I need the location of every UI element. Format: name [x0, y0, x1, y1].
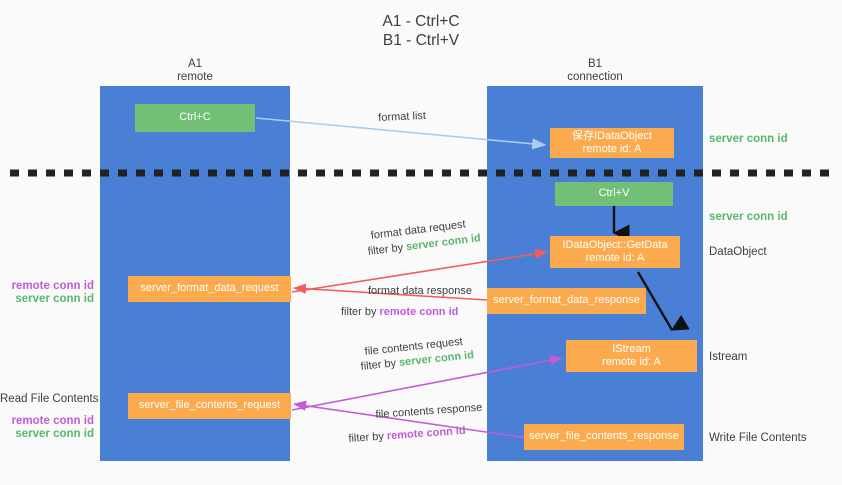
filter-prefix: filter by — [367, 241, 407, 258]
column-header-b1-sub: connection — [567, 71, 623, 83]
box-ctrl-v[interactable]: Ctrl+V — [555, 182, 673, 206]
label-right-istream: Istream — [709, 351, 748, 363]
page-title-line1: A1 - Ctrl+C — [382, 13, 460, 30]
label-right-server-conn-id-mid: server conn id — [709, 211, 788, 223]
label-left-server-conn-id-2: server conn id — [15, 428, 94, 440]
box-server-format-data-request[interactable]: server_format_data_request — [128, 276, 291, 302]
box-ctrl-c[interactable]: Ctrl+C — [135, 104, 255, 132]
box-server-format-data-response[interactable]: server_format_data_response — [487, 288, 646, 314]
filter-key-remote-conn-id: remote conn id — [379, 306, 459, 318]
box-server-file-contents-response[interactable]: server_file_contents_response — [524, 424, 684, 450]
box-server-format-data-response-label: server_format_data_response — [493, 294, 640, 307]
column-header-a1-sub: remote — [177, 71, 213, 83]
annotation-file-contents-response-filter: filter by remote conn id — [348, 424, 466, 446]
box-ctrl-v-label: Ctrl+V — [598, 187, 630, 200]
box-save-idataobject-line2: remote id: A — [582, 143, 642, 155]
box-ctrl-c-label: Ctrl+C — [179, 111, 211, 124]
box-idataobject-getdata[interactable]: IDataObject::GetData remote id: A — [550, 236, 680, 268]
annotation-file-contents-response: file contents response — [375, 401, 483, 421]
annotation-format-data-response-filter: filter by remote conn id — [341, 305, 458, 319]
label-right-write-file-contents: Write File Contents — [709, 432, 807, 444]
box-istream-line1: IStream — [612, 342, 651, 355]
filter-prefix: filter by — [341, 306, 380, 318]
box-server-file-contents-response-label: server_file_contents_response — [529, 430, 679, 443]
label-right-server-conn-id-top: server conn id — [709, 133, 788, 145]
annotation-format-data-response: format data response — [368, 285, 472, 297]
column-header-b1-name: B1 — [587, 58, 603, 70]
box-server-file-contents-request[interactable]: server_file_contents_request — [128, 393, 291, 419]
box-istream-line2: remote id: A — [602, 356, 661, 368]
filter-key-remote-conn-id: remote conn id — [386, 424, 466, 443]
box-save-idataobject-line1: 保存IDataObject — [571, 129, 653, 142]
box-istream[interactable]: IStream remote id: A — [566, 340, 697, 372]
box-server-file-contents-request-label: server_file_contents_request — [138, 399, 281, 412]
page-title-line2: B1 - Ctrl+V — [382, 32, 460, 49]
box-save-idataobject[interactable]: 保存IDataObject remote id: A — [550, 128, 674, 158]
label-left-remote-conn-id-1: remote conn id — [11, 280, 94, 292]
label-left-server-conn-id-1: server conn id — [15, 293, 94, 305]
box-idataobject-getdata-line2: remote id: A — [585, 252, 645, 264]
annotation-format-list: format list — [378, 109, 427, 124]
label-left-read-file-contents: Read File Contents — [0, 393, 99, 405]
box-server-format-data-request-label: server_format_data_request — [140, 282, 279, 295]
filter-prefix: filter by — [360, 356, 400, 373]
filter-prefix: filter by — [348, 430, 388, 445]
box-idataobject-getdata-line1: IDataObject::GetData — [562, 238, 668, 251]
label-left-remote-conn-id-2: remote conn id — [11, 415, 94, 427]
column-header-a1-name: A1 — [187, 58, 203, 70]
label-right-dataobject: DataObject — [709, 246, 767, 258]
